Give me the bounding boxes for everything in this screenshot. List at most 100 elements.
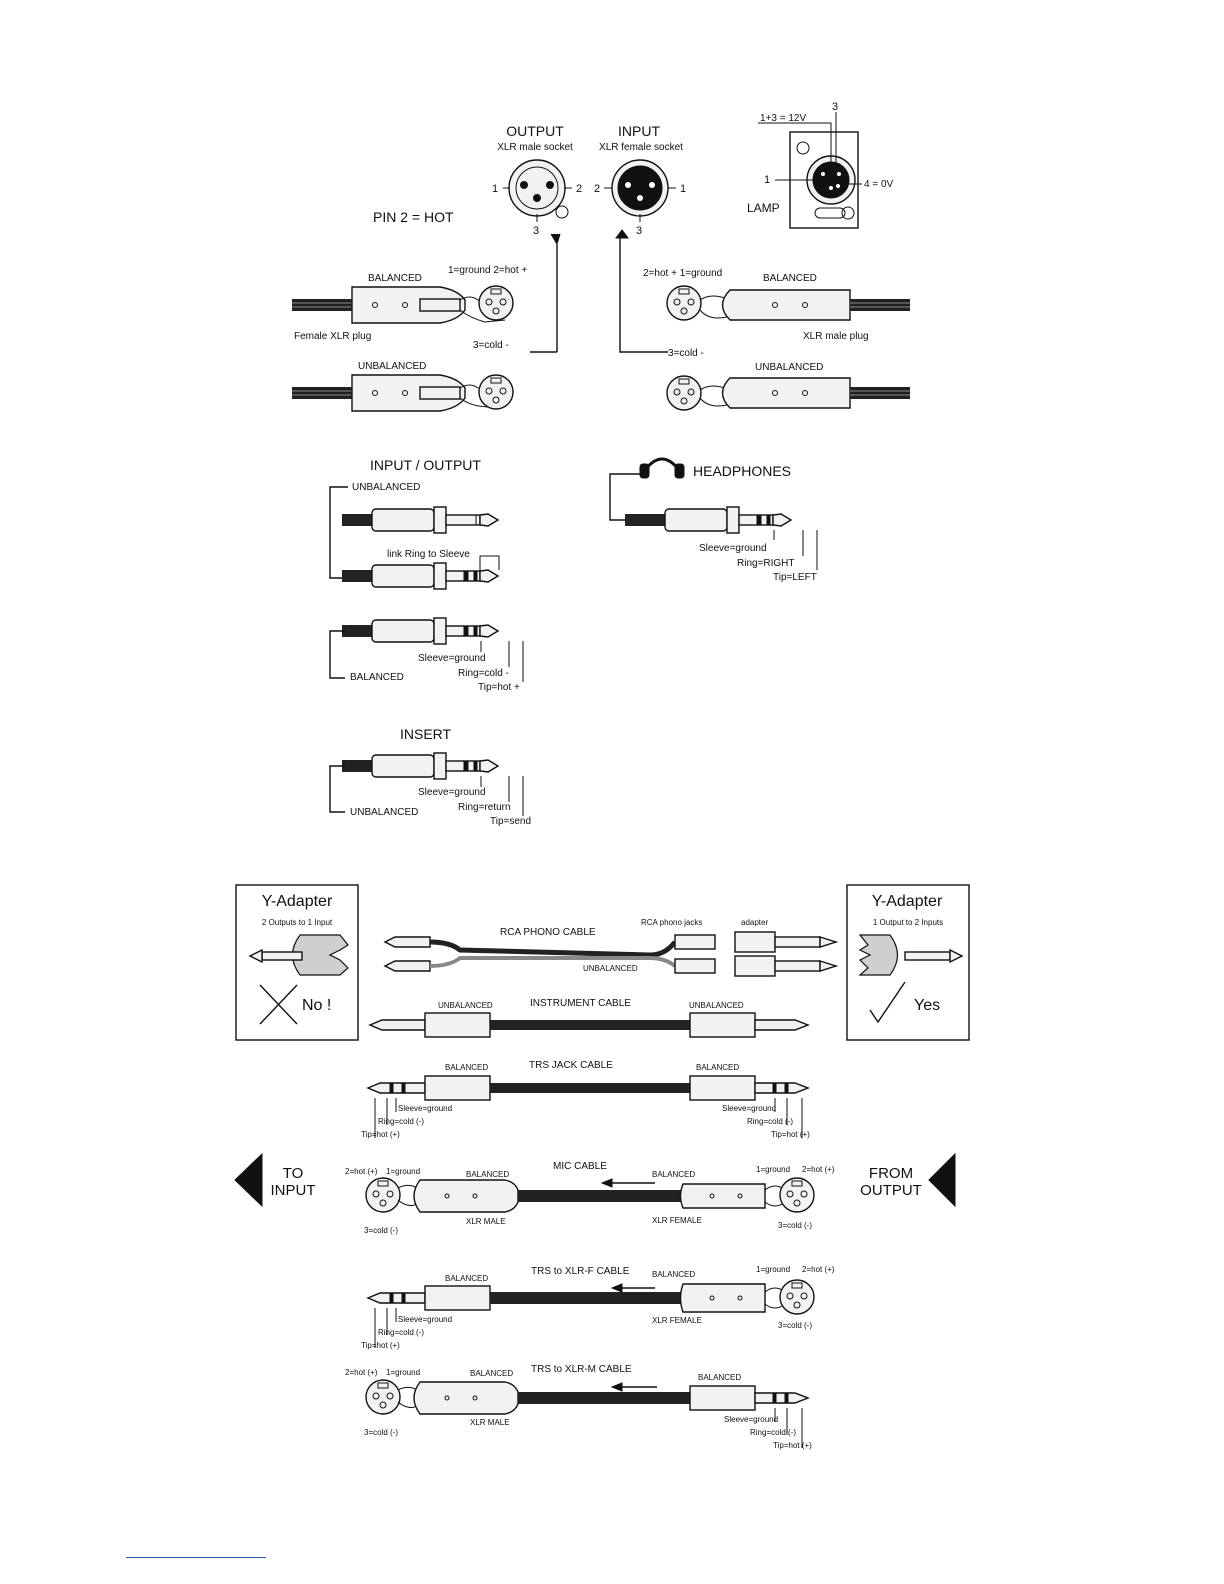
output-title: OUTPUT (506, 123, 564, 139)
lamp-label: LAMP (747, 201, 780, 215)
io-title: INPUT / OUTPUT (370, 457, 481, 473)
trs-balanced-left: BALANCED (445, 1063, 488, 1072)
io-tip-label: Tip=hot + (478, 682, 520, 693)
trs-xlrf-cold: 3=cold (-) (778, 1321, 812, 1330)
mic-xlr-male: XLR MALE (466, 1217, 506, 1226)
xlr-section: OUTPUT XLR male socket 1 2 3 INPUT XLR f… (291, 101, 911, 412)
lamp-pin1: 1 (764, 174, 770, 186)
input-pin2: 2 (594, 183, 600, 195)
yadapter-left-title: Y-Adapter (262, 893, 333, 910)
yadapter-right-subtitle: 1 Output to 2 Inputs (873, 918, 943, 927)
to-input-line2: INPUT (271, 1182, 316, 1199)
male-plug-label: XLR male plug (803, 331, 869, 342)
mic-xlr-female: XLR FEMALE (652, 1216, 702, 1225)
instrument-unbalanced-right: UNBALANCED (689, 1001, 744, 1010)
trs-xlrf-balanced-right: BALANCED (652, 1270, 695, 1279)
output-pin1: 1 (492, 183, 498, 195)
to-input-line1: TO (283, 1165, 304, 1182)
link-ring-sleeve-label: link Ring to Sleeve (387, 549, 470, 560)
lamp-socket (758, 112, 862, 229)
trs-xlrf-sleeve: Sleeve=ground (398, 1315, 452, 1324)
left-unbalanced-label: UNBALANCED (358, 361, 426, 372)
trs-xlrm-balanced-right: BALANCED (698, 1373, 741, 1382)
trs-xlrf-hot: 2=hot (+) (802, 1265, 835, 1274)
from-output-arrow (928, 1152, 956, 1208)
input-subtitle: XLR female socket (599, 142, 683, 153)
output-pin2: 2 (576, 183, 582, 195)
yadapter-left-box (235, 884, 359, 1041)
cables-section: Y-Adapter 2 Outputs to 1 Input No ! Y-Ad… (234, 884, 970, 1450)
female-xlr-plug-unbalanced (291, 374, 514, 412)
trs-balanced-right: BALANCED (696, 1063, 739, 1072)
io-sleeve-label: Sleeve=ground (418, 653, 486, 664)
input-pin1: 1 (680, 183, 686, 195)
adapter-label: adapter (741, 918, 768, 927)
trs-tip-right: Tip=hot (+) (771, 1130, 810, 1139)
trs-xlrm-ground: 1=ground (386, 1368, 420, 1377)
yadapter-right-title: Y-Adapter (872, 893, 943, 910)
xlr-male-socket (503, 159, 572, 222)
io-balanced-label: BALANCED (350, 672, 404, 683)
pin2-hot-label: PIN 2 = HOT (373, 209, 454, 225)
mono-jack-unbalanced (342, 506, 499, 534)
trs-xlrf-xlr-female: XLR FEMALE (652, 1316, 702, 1325)
trs-jack-cable (366, 1075, 810, 1138)
yadapter-right-box (846, 884, 970, 1041)
hp-ring-label: Ring=RIGHT (737, 558, 795, 569)
rca-jacks-label: RCA phono jacks (641, 918, 702, 927)
insert-unbalanced-label: UNBALANCED (350, 807, 418, 818)
male-xlr-plug-unbalanced (666, 375, 911, 411)
instrument-cable (368, 1012, 810, 1038)
left-balanced-label: BALANCED (368, 273, 422, 284)
female-plug-label: Female XLR plug (294, 331, 371, 342)
to-input-arrow (234, 1152, 263, 1208)
left-ground-hot-label: 1=ground 2=hot + (448, 265, 527, 276)
right-hot-ground-label: 2=hot + 1=ground (643, 268, 722, 279)
female-xlr-plug-balanced (291, 285, 514, 324)
trs-jack-linked (342, 562, 499, 590)
trs-sleeve-left: Sleeve=ground (398, 1104, 452, 1113)
right-balanced-label: BALANCED (763, 273, 817, 284)
footer-rule (126, 1557, 266, 1558)
mic-balanced-left: BALANCED (466, 1170, 509, 1179)
trs-xlrf-balanced-left: BALANCED (445, 1274, 488, 1283)
trs-xlrm-ring: Ring=cold (-) (750, 1428, 796, 1437)
from-output-line1: FROM (869, 1165, 913, 1182)
instrument-unbalanced-left: UNBALANCED (438, 1001, 493, 1010)
trs-xlrm-title: TRS to XLR-M CABLE (531, 1364, 632, 1375)
rca-unbalanced-label: UNBALANCED (583, 964, 638, 973)
rca-cable (383, 931, 839, 977)
mic-ground-right: 1=ground (756, 1165, 790, 1174)
insert-ring-label: Ring=return (458, 802, 511, 813)
trs-xlrf-ground: 1=ground (756, 1265, 790, 1274)
trs-xlrm-cold: 3=cold (-) (364, 1428, 398, 1437)
trs-xlrm-cable (365, 1379, 810, 1448)
trs-ring-right: Ring=cold (-) (747, 1117, 793, 1126)
insert-sleeve-label: Sleeve=ground (418, 787, 486, 798)
trs-xlrm-balanced-left: BALANCED (470, 1369, 513, 1378)
trs-xlrm-xlr-male: XLR MALE (470, 1418, 510, 1427)
mic-hot-right: 2=hot (+) (802, 1165, 835, 1174)
mic-cold-right: 3=cold (-) (778, 1221, 812, 1230)
input-arrow-line (619, 234, 668, 353)
hp-tip-label: Tip=LEFT (773, 572, 817, 583)
trs-xlrm-sleeve: Sleeve=ground (724, 1415, 778, 1424)
mic-title: MIC CABLE (553, 1161, 607, 1172)
mic-cable (365, 1177, 815, 1213)
trs-xlrf-ring: Ring=cold (-) (378, 1328, 424, 1337)
trs-xlrf-cable (366, 1279, 815, 1348)
lamp-pin3: 3 (832, 101, 838, 113)
right-unbalanced-label: UNBALANCED (755, 362, 823, 373)
io-ring-label: Ring=cold - (458, 668, 509, 679)
output-pin3: 3 (533, 225, 539, 237)
xlr-female-socket (604, 159, 676, 222)
trs-xlrf-title: TRS to XLR-F CABLE (531, 1266, 630, 1277)
trs-sleeve-right: Sleeve=ground (722, 1104, 776, 1113)
trs-tip-left: Tip=hot (+) (361, 1130, 400, 1139)
hp-sleeve-label: Sleeve=ground (699, 543, 767, 554)
mic-cold-left: 3=cold (-) (364, 1226, 398, 1235)
mic-ground-left: 1=ground (386, 1167, 420, 1176)
right-cold-label: 3=cold - (668, 348, 704, 359)
input-pin3: 3 (636, 225, 642, 237)
yadapter-left-verdict: No ! (302, 997, 331, 1014)
